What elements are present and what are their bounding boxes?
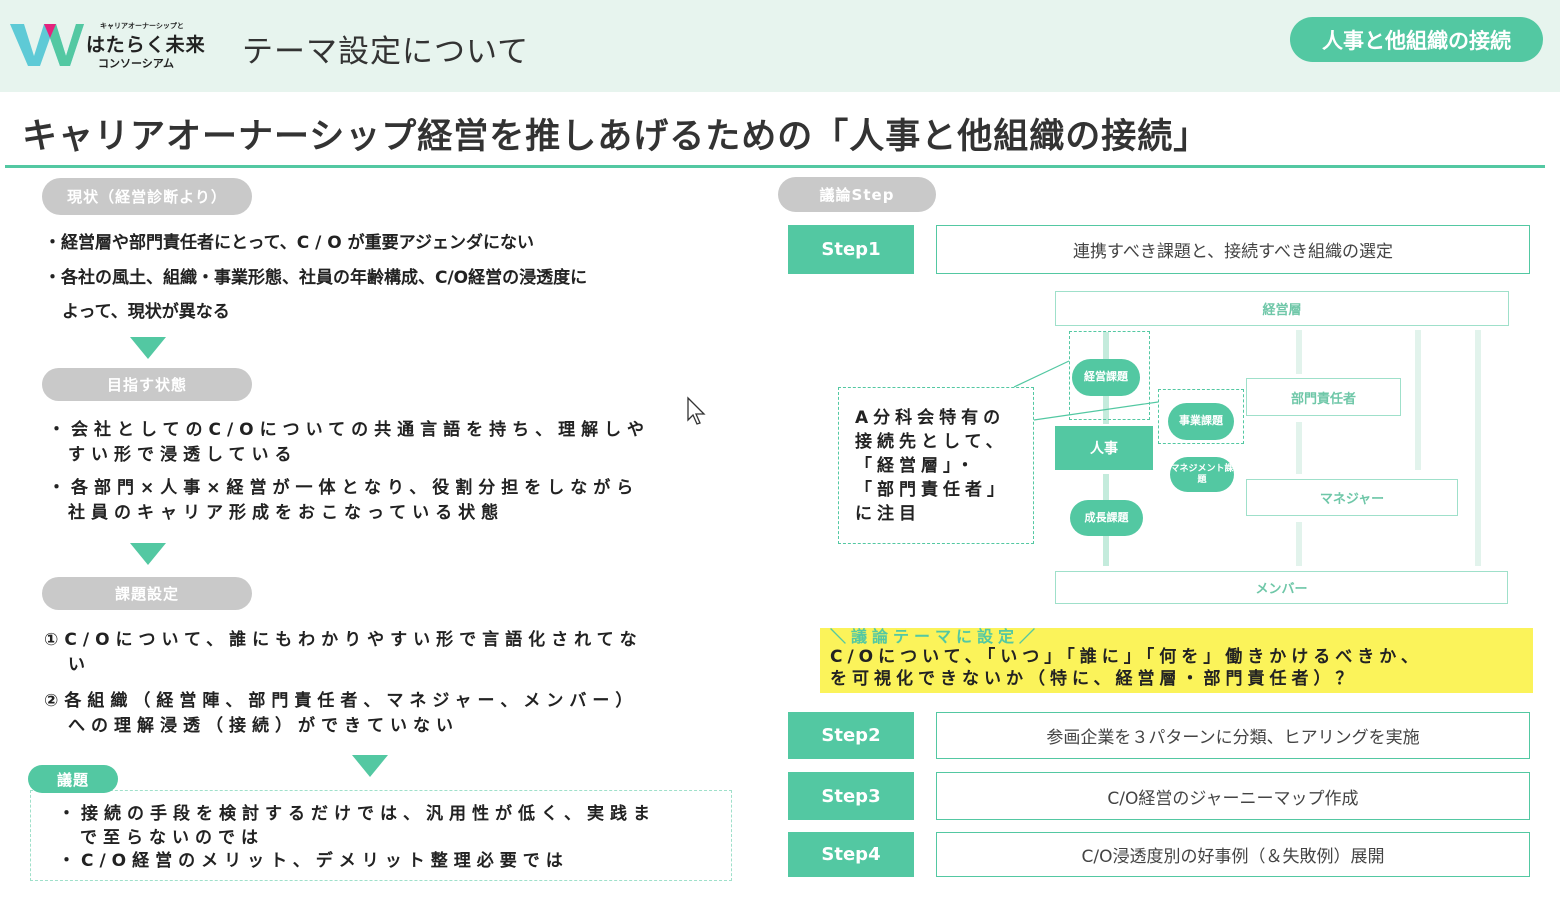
exec-issue-pill: 経営課題 — [1072, 359, 1140, 396]
current-state-label: 現状（経営診断より） — [42, 178, 252, 215]
discussion-step-label: 議論Step — [778, 177, 936, 212]
note-line: A分科会特有の — [855, 408, 1006, 428]
logo-name: はたらく未来 — [86, 34, 206, 56]
arrow-icon — [1296, 522, 1302, 566]
note-line: 接続先として、 — [855, 432, 1008, 452]
agenda-line: で至らないのでは — [80, 828, 264, 848]
topic-tag: 人事と他組織の接続 — [1290, 17, 1543, 62]
step2-text: 参画企業を３パターンに分類、ヒアリングを実施 — [936, 712, 1530, 759]
dept-head-box: 部門責任者 — [1246, 378, 1401, 416]
goal-line: ・会社としてのC/Oについての共通言語を持ち、理解しや — [48, 420, 650, 440]
step4-label: Step4 — [788, 832, 914, 877]
issue-line: への理解浸透（接続）ができていない — [68, 716, 459, 736]
theme-line: を可視化できないか（特に、経営層・部門責任者）？ — [830, 669, 1358, 689]
step2-label: Step2 — [788, 712, 914, 759]
step3-label: Step3 — [788, 772, 914, 820]
theme-line: C/Oについて、「いつ」「誰に」「何を」働きかけるべきか、 — [830, 647, 1423, 667]
down-arrow-icon — [130, 337, 166, 359]
note-line: 「経営層」・ — [855, 456, 979, 476]
growth-issue-pill: 成長課題 — [1070, 500, 1143, 536]
agenda-line: ・接続の手段を検討するだけでは、汎用性が低く、実践ま — [58, 804, 656, 824]
note-box: A分科会特有の 接続先として、 「経営層」・ 「部門責任者」 に注目 — [838, 387, 1034, 544]
step1-label: Step1 — [788, 225, 914, 274]
agenda-box — [30, 790, 732, 881]
logo-sub: コンソーシアム — [98, 57, 175, 70]
current-line: ・経営層や部門責任者にとって、C / O が重要アジェンダにない — [44, 233, 535, 253]
goal-state-label: 目指す状態 — [42, 368, 252, 401]
note-line: 「部門責任者」 — [855, 480, 1009, 500]
theme-heading: ＼議論テーマに設定／ — [830, 627, 1041, 646]
mgmt-issue-pill: マネジメント課題 — [1170, 457, 1234, 492]
agenda-line: ・C/O経営のメリット、デメリット整理必要では — [58, 851, 569, 871]
mouse-cursor-icon — [687, 396, 706, 425]
hr-box: 人事 — [1055, 426, 1153, 470]
header-title: テーマ設定について — [242, 34, 530, 70]
discussion-theme-box: ＼議論テーマに設定／ C/Oについて、「いつ」「誰に」「何を」働きかけるべきか、… — [820, 628, 1533, 693]
arrow-icon — [1475, 330, 1481, 566]
step1-text: 連携すべき課題と、接続すべき組織の選定 — [936, 225, 1530, 274]
title-underline — [5, 165, 1545, 168]
issue-setting-label: 課題設定 — [42, 577, 252, 610]
down-arrow-icon — [130, 543, 166, 565]
issue-line: ②各組織（経営陣、部門責任者、マネジャー、メンバー） — [44, 691, 639, 711]
page-title: キャリアオーナーシップ経営を推しあげるための「人事と他組織の接続」 — [22, 117, 1210, 157]
current-line: よって、現状が異なる — [62, 302, 230, 322]
current-line: ・各社の風土、組織・事業形態、社員の年齢構成、C/O経営の浸透度に — [44, 268, 588, 288]
logo-icon — [10, 24, 84, 66]
exec-layer-box: 経営層 — [1055, 291, 1509, 326]
goal-line: ・各部門×人事×経営が一体となり、役割分担をしながら — [48, 478, 640, 498]
note-line: に注目 — [855, 504, 921, 524]
biz-issue-highlight — [1158, 389, 1244, 444]
arrow-icon — [1415, 330, 1421, 470]
logo-tagline: キャリアオーナーシップと — [100, 22, 184, 30]
step4-text: C/O浸透度別の好事例（＆失敗例）展開 — [936, 832, 1530, 877]
goal-line: 社員のキャリア形成をおこなっている状態 — [68, 503, 505, 523]
biz-issue-pill: 事業課題 — [1168, 403, 1234, 440]
agenda-label: 議題 — [28, 765, 118, 793]
down-arrow-icon — [352, 755, 388, 777]
goal-line: すい形で浸透している — [68, 445, 298, 465]
member-box: メンバー — [1055, 571, 1508, 604]
arrow-icon — [1296, 422, 1302, 474]
issue-line: い — [68, 655, 91, 675]
manager-box: マネジャー — [1246, 479, 1458, 516]
issue-line: ①C/Oについて、誰にもわかりやすい形で言語化されてな — [44, 630, 643, 650]
arrow-icon — [1296, 330, 1302, 374]
step3-text: C/O経営のジャーニーマップ作成 — [936, 772, 1530, 820]
